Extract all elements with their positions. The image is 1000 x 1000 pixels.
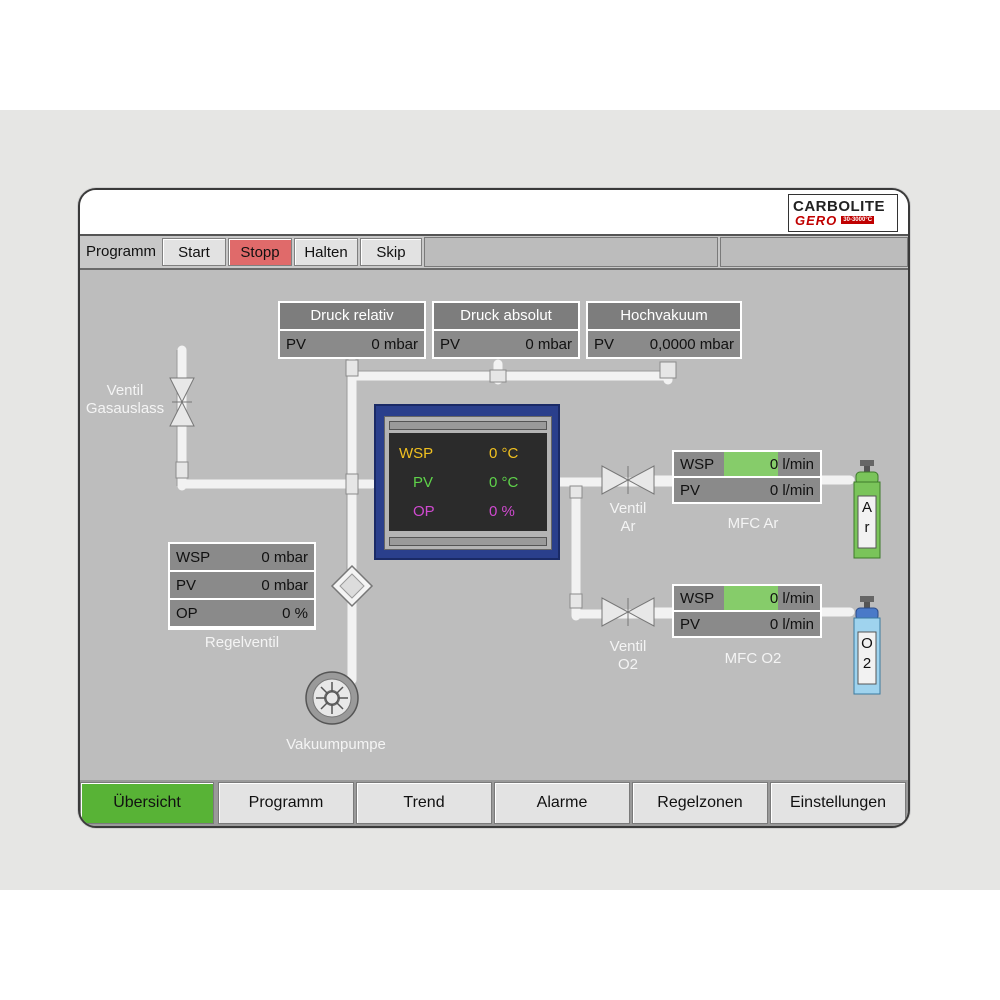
skip-button[interactable]: Skip: [360, 238, 422, 266]
druck-absolut-title: Druck absolut: [434, 303, 578, 329]
bottom-nav: Übersicht Programm Trend Alarme Regelzon…: [80, 780, 908, 826]
tab-alarme[interactable]: Alarme: [494, 782, 630, 824]
piping-diagram: [169, 345, 881, 725]
mfc-o2-wsp-value[interactable]: 0 l/min: [724, 586, 820, 610]
mfc-ar-label: MFC Ar: [727, 515, 779, 532]
status-field-2: [720, 237, 908, 267]
chamber-display: WSP 0 °C PV 0 °C OP 0 %: [389, 433, 547, 531]
pv-label: PV: [440, 335, 461, 353]
cylinder-ar-icon[interactable]: [853, 460, 881, 559]
druck-relativ-pv-value: 0 mbar: [371, 335, 418, 353]
start-button[interactable]: Start: [162, 238, 226, 266]
pv-label: PV: [286, 335, 307, 353]
hochvakuum-panel: Hochvakuum PV 0,0000 mbar: [586, 301, 742, 359]
wsp-label: WSP: [176, 548, 211, 566]
druck-relativ-panel: Druck relativ PV 0 mbar: [278, 301, 426, 359]
hmi-screen: CARBOLITE GERO 30-3000°C Programm Start …: [78, 188, 910, 828]
mfc-ar-pv-value: 0 l/min: [724, 478, 820, 502]
fittings: [175, 359, 677, 609]
druck-absolut-pv-row: PV 0 mbar: [434, 331, 578, 357]
brand-sub: GERO 30-3000°C: [795, 212, 875, 228]
mfc-o2-pv-row: PV 0 l/min: [674, 612, 820, 636]
ventil-ar-symbol[interactable]: [601, 465, 655, 495]
mfc-o2-wsp-row: WSP 0 l/min: [674, 586, 820, 610]
pv-label: PV: [176, 576, 197, 594]
cylinder-o2-letter-1: O: [861, 635, 873, 652]
mfc-ar-wsp-value[interactable]: 0 l/min: [724, 452, 820, 476]
pv-label: PV: [674, 612, 724, 636]
halten-button[interactable]: Halten: [294, 238, 358, 266]
programm-label: Programm: [86, 243, 157, 260]
brand-name: CARBOLITE: [793, 198, 885, 215]
mfc-ar-panel: WSP 0 l/min PV 0 l/min: [672, 450, 822, 504]
mfc-o2-panel: WSP 0 l/min PV 0 l/min: [672, 584, 822, 638]
ventil-ar-label: Ventil Ar: [609, 500, 647, 535]
regelventil-pv-row: PV 0 mbar: [170, 572, 314, 598]
cylinder-o2-label: O 2: [858, 634, 876, 674]
cylinder-ar-letter-2: r: [864, 519, 870, 536]
druck-relativ-title: Druck relativ: [280, 303, 424, 329]
header-bar: CARBOLITE GERO 30-3000°C: [80, 190, 908, 236]
chamber-bottom-bar: [389, 537, 547, 546]
furnace-chamber[interactable]: WSP 0 °C PV 0 °C OP 0 %: [374, 404, 560, 560]
regelventil-wsp-value: 0 mbar: [261, 548, 308, 566]
chamber-pv-label: PV: [413, 474, 434, 491]
chamber-top-bar: [389, 421, 547, 430]
regelventil-op-row: OP 0 %: [170, 600, 314, 626]
tab-programm[interactable]: Programm: [218, 782, 354, 824]
mfc-o2-label: MFC O2: [724, 650, 782, 667]
vakuumpumpe-label: Vakuumpumpe: [286, 736, 386, 753]
mfc-ar-wsp-row: WSP 0 l/min: [674, 452, 820, 476]
op-label: OP: [176, 604, 198, 622]
wsp-label: WSP: [674, 452, 724, 476]
mfc-ar-pv-row: PV 0 l/min: [674, 478, 820, 502]
cylinder-o2-icon[interactable]: [853, 596, 881, 695]
chamber-wsp-value: 0 °C: [489, 445, 519, 462]
chamber-inner: WSP 0 °C PV 0 °C OP 0 %: [384, 416, 552, 550]
hochvakuum-pv-value: 0,0000 mbar: [649, 335, 734, 353]
chamber-op-value: 0 %: [489, 503, 515, 520]
regelventil-label: Regelventil: [204, 634, 280, 651]
regelventil-symbol[interactable]: [330, 564, 374, 608]
tab-regelzonen[interactable]: Regelzonen: [632, 782, 768, 824]
regelventil-op-value: 0 %: [282, 604, 308, 622]
chamber-op-label: OP: [413, 503, 435, 520]
program-control-bar: Programm Start Stopp Halten Skip: [80, 236, 908, 270]
hochvakuum-title: Hochvakuum: [588, 303, 740, 329]
druck-relativ-pv-row: PV 0 mbar: [280, 331, 424, 357]
status-field-1: [424, 237, 718, 267]
chamber-pv-value: 0 °C: [489, 474, 519, 491]
regelventil-panel: WSP 0 mbar PV 0 mbar OP 0 %: [168, 542, 316, 630]
mfc-o2-pv-value: 0 l/min: [724, 612, 820, 636]
regelventil-pv-value: 0 mbar: [261, 576, 308, 594]
brand-logo: CARBOLITE GERO 30-3000°C: [788, 194, 898, 232]
tab-trend[interactable]: Trend: [356, 782, 492, 824]
stopp-button[interactable]: Stopp: [228, 238, 292, 266]
wsp-label: WSP: [674, 586, 724, 610]
pv-label: PV: [594, 335, 615, 353]
cylinder-ar-letter-1: A: [861, 499, 872, 516]
ventil-gasauslass-label: Ventil Gasauslass: [85, 382, 165, 417]
chamber-wsp-label: WSP: [399, 445, 434, 462]
druck-absolut-pv-value: 0 mbar: [525, 335, 572, 353]
cylinder-ar-label: A r: [858, 498, 876, 538]
druck-absolut-panel: Druck absolut PV 0 mbar: [432, 301, 580, 359]
vakuumpumpe-symbol[interactable]: [305, 671, 359, 725]
cylinder-o2-letter-2: 2: [862, 655, 872, 672]
pv-label: PV: [674, 478, 724, 502]
tab-einstellungen[interactable]: Einstellungen: [770, 782, 906, 824]
tab-uebersicht[interactable]: Übersicht: [80, 782, 214, 824]
hochvakuum-pv-row: PV 0,0000 mbar: [588, 331, 740, 357]
ventil-o2-label: Ventil O2: [609, 638, 647, 673]
ventil-o2-symbol[interactable]: [601, 597, 655, 627]
brand-gero: GERO: [795, 212, 838, 228]
regelventil-wsp-row: WSP 0 mbar: [170, 544, 314, 570]
brand-range: 30-3000°C: [841, 216, 875, 224]
ventil-gasauslass-symbol[interactable]: [169, 377, 195, 427]
